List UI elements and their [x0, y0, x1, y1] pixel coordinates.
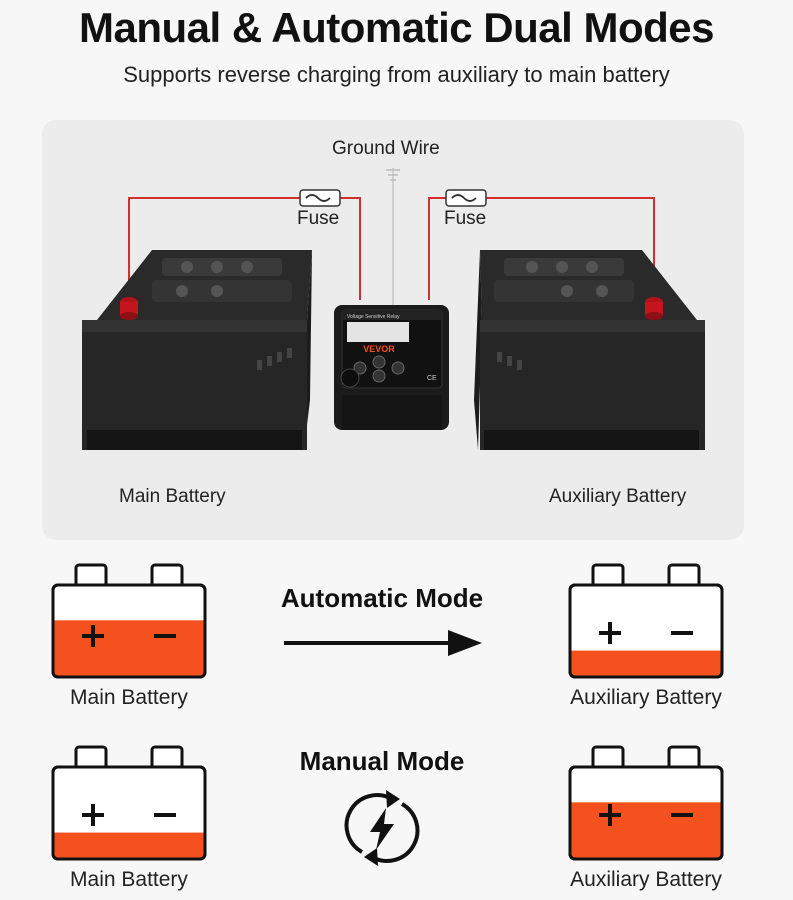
- aux-battery-label: Auxiliary Battery: [549, 486, 687, 507]
- minus-icon: [154, 813, 176, 817]
- minus-icon: [671, 813, 693, 817]
- wiring-diagram-panel: Voltage Sensitive Relay VEVOR CE Ground …: [42, 120, 744, 540]
- relay-ce-mark: CE: [427, 375, 437, 382]
- manual-aux-label: Auxiliary Battery: [570, 868, 722, 891]
- relay-header-text: Voltage Sensitive Relay: [347, 314, 400, 320]
- manual-mode-title: Manual Mode: [299, 746, 465, 776]
- plus-icon: [599, 622, 621, 644]
- page-title: Manual & Automatic Dual Modes: [78, 4, 715, 51]
- aux-battery-image: [474, 250, 705, 450]
- manual-main-label: Main Battery: [70, 868, 188, 891]
- fuse-icon-left: [299, 189, 341, 207]
- main-battery-label: Main Battery: [119, 486, 226, 507]
- manual-main-battery-icon: [51, 745, 207, 861]
- arrow-right-icon: [284, 630, 482, 656]
- relay-brand: VEVOR: [363, 344, 395, 354]
- voltage-sensitive-relay: Voltage Sensitive Relay VEVOR CE: [334, 305, 449, 430]
- lightning-cycle-icon: [344, 790, 420, 866]
- automatic-mode-title: Automatic Mode: [280, 583, 484, 613]
- auto-aux-label: Auxiliary Battery: [570, 686, 722, 709]
- manual-aux-battery-icon: [568, 745, 724, 861]
- auto-main-battery-icon: [51, 563, 207, 679]
- main-battery-image: [82, 250, 312, 450]
- auto-aux-battery-icon: [568, 563, 724, 679]
- auto-main-label: Main Battery: [70, 686, 188, 709]
- minus-icon: [154, 634, 176, 638]
- fuse-right-label: Fuse: [444, 208, 487, 229]
- ground-wire-label: Ground Wire: [332, 138, 440, 159]
- left-positive-wire: [128, 197, 361, 300]
- plus-icon: [82, 804, 104, 826]
- plus-icon: [599, 804, 621, 826]
- fuse-left-label: Fuse: [297, 208, 340, 229]
- page-subtitle: Supports reverse charging from auxiliary…: [123, 62, 670, 87]
- plus-icon: [82, 625, 104, 647]
- minus-icon: [671, 631, 693, 635]
- wiring-diagram: Voltage Sensitive Relay VEVOR CE: [82, 168, 705, 450]
- fuse-icon-right: [445, 189, 487, 207]
- right-positive-wire: [428, 197, 655, 300]
